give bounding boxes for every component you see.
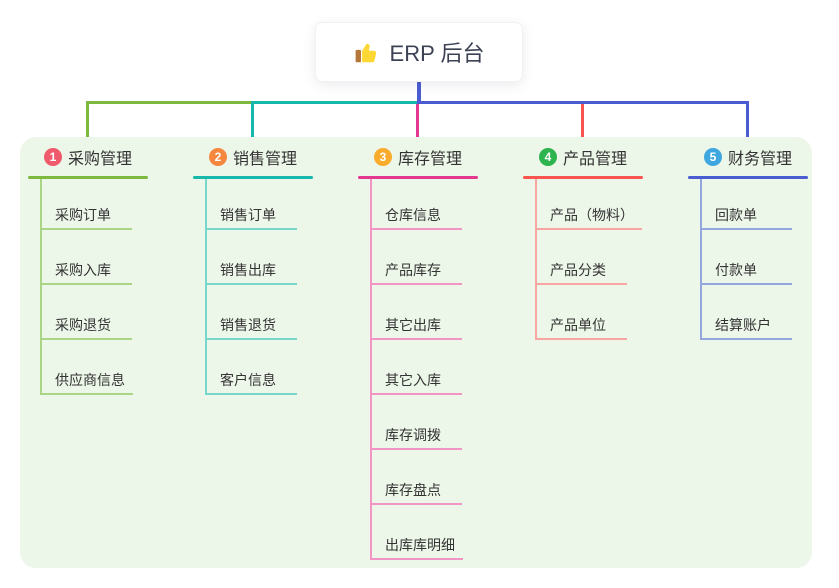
- branch-underline: [688, 176, 808, 179]
- child-node[interactable]: 销售出库: [205, 259, 297, 285]
- child-node[interactable]: 销售退货: [205, 314, 297, 340]
- child-node[interactable]: 库存盘点: [370, 479, 462, 505]
- child-node[interactable]: 供应商信息: [40, 369, 133, 395]
- child-node[interactable]: 产品（物料）: [535, 204, 642, 230]
- child-node[interactable]: 产品库存: [370, 259, 462, 285]
- connector-bus-segment: [251, 101, 419, 104]
- branch-finance-header[interactable]: 5 财务管理: [688, 144, 808, 170]
- child-node[interactable]: 出库库明细: [370, 534, 463, 560]
- child-node[interactable]: 产品单位: [535, 314, 627, 340]
- root-connector-line: [417, 82, 421, 103]
- branch-underline: [28, 176, 148, 179]
- branch-product-header[interactable]: 4 产品管理: [523, 144, 643, 170]
- badge-3: 3: [373, 148, 392, 166]
- child-node[interactable]: 销售订单: [205, 204, 297, 230]
- panel-background: [20, 137, 812, 568]
- root-title: ERP 后台: [389, 41, 485, 66]
- badge-5: 5: [703, 148, 722, 166]
- child-node[interactable]: 其它出库: [370, 314, 462, 340]
- child-node[interactable]: 其它入库: [370, 369, 462, 395]
- child-node[interactable]: 仓库信息: [370, 204, 462, 230]
- child-node[interactable]: 采购订单: [40, 204, 132, 230]
- branch-label: 财务管理: [727, 151, 792, 168]
- branch-stem-line: [205, 179, 207, 395]
- branch-purchase-header[interactable]: 1 采购管理: [28, 144, 148, 170]
- branch-label: 采购管理: [67, 151, 132, 168]
- badge-2: 2: [208, 148, 227, 166]
- child-node[interactable]: 回款单: [700, 204, 792, 230]
- child-node[interactable]: 采购入库: [40, 259, 132, 285]
- branch-inventory-header[interactable]: 3 库存管理: [358, 144, 478, 170]
- badge-1: 1: [43, 148, 62, 166]
- child-node[interactable]: 客户信息: [205, 369, 297, 395]
- thumbs-up-icon: [355, 43, 376, 63]
- connector-bus-segment: [417, 101, 749, 104]
- root-node[interactable]: ERP 后台: [315, 22, 523, 82]
- badge-4: 4: [538, 148, 557, 166]
- branch-label: 库存管理: [397, 151, 462, 168]
- branch-underline: [523, 176, 643, 179]
- branch-stem-line: [700, 179, 702, 340]
- branch-sales-header[interactable]: 2 销售管理: [193, 144, 313, 170]
- branch-stem-line: [40, 179, 42, 395]
- branch-underline: [193, 176, 313, 179]
- branch-label: 产品管理: [562, 151, 627, 168]
- connector-bus-segment: [86, 101, 253, 104]
- child-node[interactable]: 结算账户: [700, 314, 792, 340]
- branch-label: 销售管理: [232, 151, 297, 168]
- child-node[interactable]: 产品分类: [535, 259, 627, 285]
- branch-stem-line: [535, 179, 537, 340]
- branch-underline: [358, 176, 478, 179]
- child-node[interactable]: 库存调拨: [370, 424, 462, 450]
- child-node[interactable]: 采购退货: [40, 314, 132, 340]
- child-node[interactable]: 付款单: [700, 259, 792, 285]
- branch-stem-line: [370, 179, 372, 560]
